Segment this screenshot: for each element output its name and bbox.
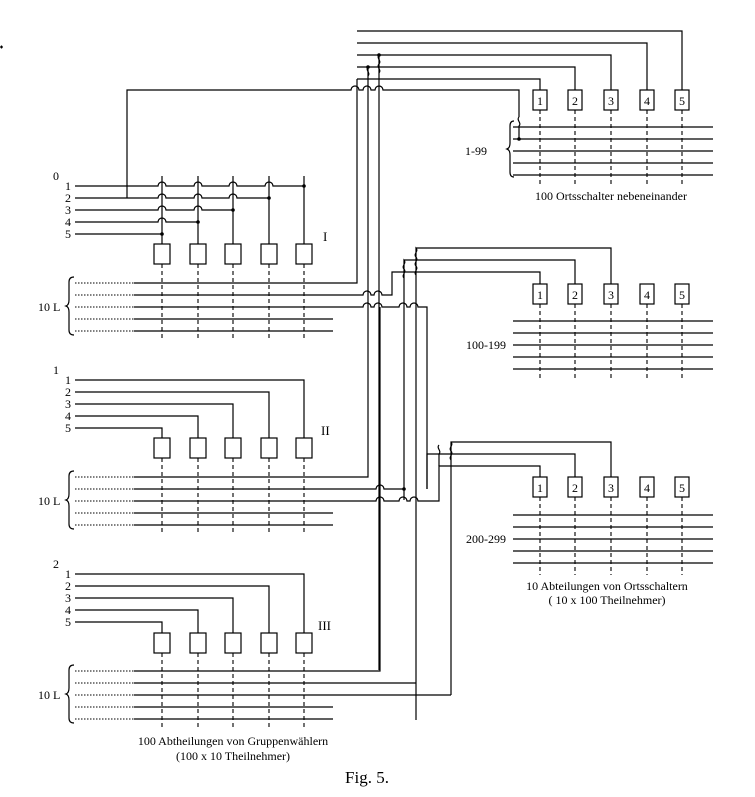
section-II-labels: 1 1 2 3 4 5 II 10 L: [38, 363, 330, 508]
junction-dot: [517, 137, 521, 141]
selector-wire: [75, 379, 305, 438]
selector-wire: [75, 621, 163, 633]
group-selector-box: [260, 632, 278, 654]
figure-caption: Fig. 5.: [345, 768, 389, 787]
wire-label: 4: [65, 603, 71, 617]
wire-label: 4: [65, 215, 71, 229]
group-selector-section: [64, 573, 333, 729]
wire-label: 2: [65, 191, 71, 205]
selector-wire: [75, 181, 304, 187]
selector-wire: [75, 217, 198, 223]
section-III-labels: 2 1 2 3 4 5 III 10 L: [38, 557, 331, 702]
local-switch-number: 5: [679, 481, 685, 495]
top-switches-caption: 100 Ortsschalter nebeneinander: [535, 189, 687, 203]
wire-label: 2: [65, 385, 71, 399]
bundle-brace: [64, 470, 75, 530]
wire-label: 3: [65, 591, 71, 605]
group-selector-box: [153, 437, 171, 459]
wire-label: 3: [65, 397, 71, 411]
group-selector-box: [224, 632, 242, 654]
wire-label: 5: [65, 615, 71, 629]
group-selectors-caption-line2: (100 x 10 Theilnehmer): [176, 749, 290, 763]
selector-wire: [75, 609, 199, 633]
section-roman-label: II: [321, 423, 330, 438]
wire-label: 3: [65, 203, 71, 217]
group-selector-section: [64, 176, 333, 341]
section-roman-label: I: [323, 229, 327, 244]
local-switch-number: 4: [644, 481, 650, 495]
wire-label: 1: [65, 179, 71, 193]
group-selector-box: [224, 243, 242, 265]
wire-label: 4: [65, 409, 71, 423]
group-selector-box: [224, 437, 242, 459]
selector-wire: [75, 193, 269, 199]
wire-label: 2: [65, 579, 71, 593]
local-switch-block-top: 1 2 3 4 5: [505, 89, 713, 187]
local-switch-number: 1: [537, 288, 543, 302]
local-switch-number: 2: [572, 481, 578, 495]
local-switch-block-middle: 1 2 3 4 5: [513, 283, 713, 381]
local-switch-number: 4: [644, 94, 650, 108]
local-switch-number: 5: [679, 288, 685, 302]
range-label-bottom: 200-299: [466, 532, 506, 546]
line-bundle-label: 10 L: [38, 300, 60, 314]
selector-wire: [75, 415, 199, 438]
wire-label: 1: [65, 567, 71, 581]
local-switch-number: 1: [537, 94, 543, 108]
line-bundle-label: 10 L: [38, 688, 60, 702]
local-switch-number: 3: [608, 288, 614, 302]
bottom-switches-caption-line1: 10 Abteilungen von Ortsschaltern: [526, 579, 688, 593]
range-label-middle: 100-199: [466, 338, 506, 352]
section-index-label: 1: [53, 363, 59, 377]
local-switch-number: 3: [608, 94, 614, 108]
selector-wire: [75, 585, 270, 633]
section-index-label: 2: [53, 557, 59, 571]
group-selector-box: [295, 437, 313, 459]
group-selector-box: [260, 437, 278, 459]
feed-jog: [517, 116, 521, 139]
group-selector-box: [295, 632, 313, 654]
group-selectors-caption-line1: 100 Abtheilungen von Gruppenwählern: [138, 734, 328, 748]
local-switch-number: 2: [572, 288, 578, 302]
wire-label: 1: [65, 373, 71, 387]
selector-wire: [75, 403, 234, 438]
section-index-label: 0: [53, 169, 59, 183]
selector-wire: [75, 391, 270, 438]
local-switch-number: 4: [644, 288, 650, 302]
local-switch-number: 3: [608, 481, 614, 495]
group-selector-box: [260, 243, 278, 265]
bottom-switches-caption-line2: ( 10 x 100 Theilnehmer): [548, 593, 665, 607]
bundle-brace: [64, 664, 75, 724]
line-bundle-label: 10 L: [38, 494, 60, 508]
selector-wire: [75, 597, 234, 633]
selector-wire: [75, 573, 305, 633]
range-label-top: 1-99: [465, 144, 487, 158]
group-selector-box: [295, 243, 313, 265]
local-switch-number: 1: [537, 481, 543, 495]
section-roman-label: III: [318, 618, 331, 633]
group-selector-box: [189, 243, 207, 265]
trunk-wiring: [126, 30, 683, 720]
bundle-brace: [505, 120, 515, 178]
selector-wire: [75, 205, 233, 211]
wire-label: 5: [65, 227, 71, 241]
selector-wire: [75, 427, 163, 438]
group-selector-box: [189, 437, 207, 459]
bundle-brace: [64, 276, 75, 336]
corner-mark: [0, 45, 3, 49]
group-selector-box: [189, 632, 207, 654]
group-selector-box: [153, 632, 171, 654]
group-selector-section: [64, 379, 333, 535]
wire-label: 5: [65, 421, 71, 435]
group-selector-box: [153, 243, 171, 265]
local-switch-number: 5: [679, 94, 685, 108]
section-I-labels: 0 1 2 3 4 5 I 10 L: [38, 169, 327, 314]
local-switch-number: 2: [572, 94, 578, 108]
local-switch-block-bottom: 1 2 3 4 5: [513, 476, 713, 575]
